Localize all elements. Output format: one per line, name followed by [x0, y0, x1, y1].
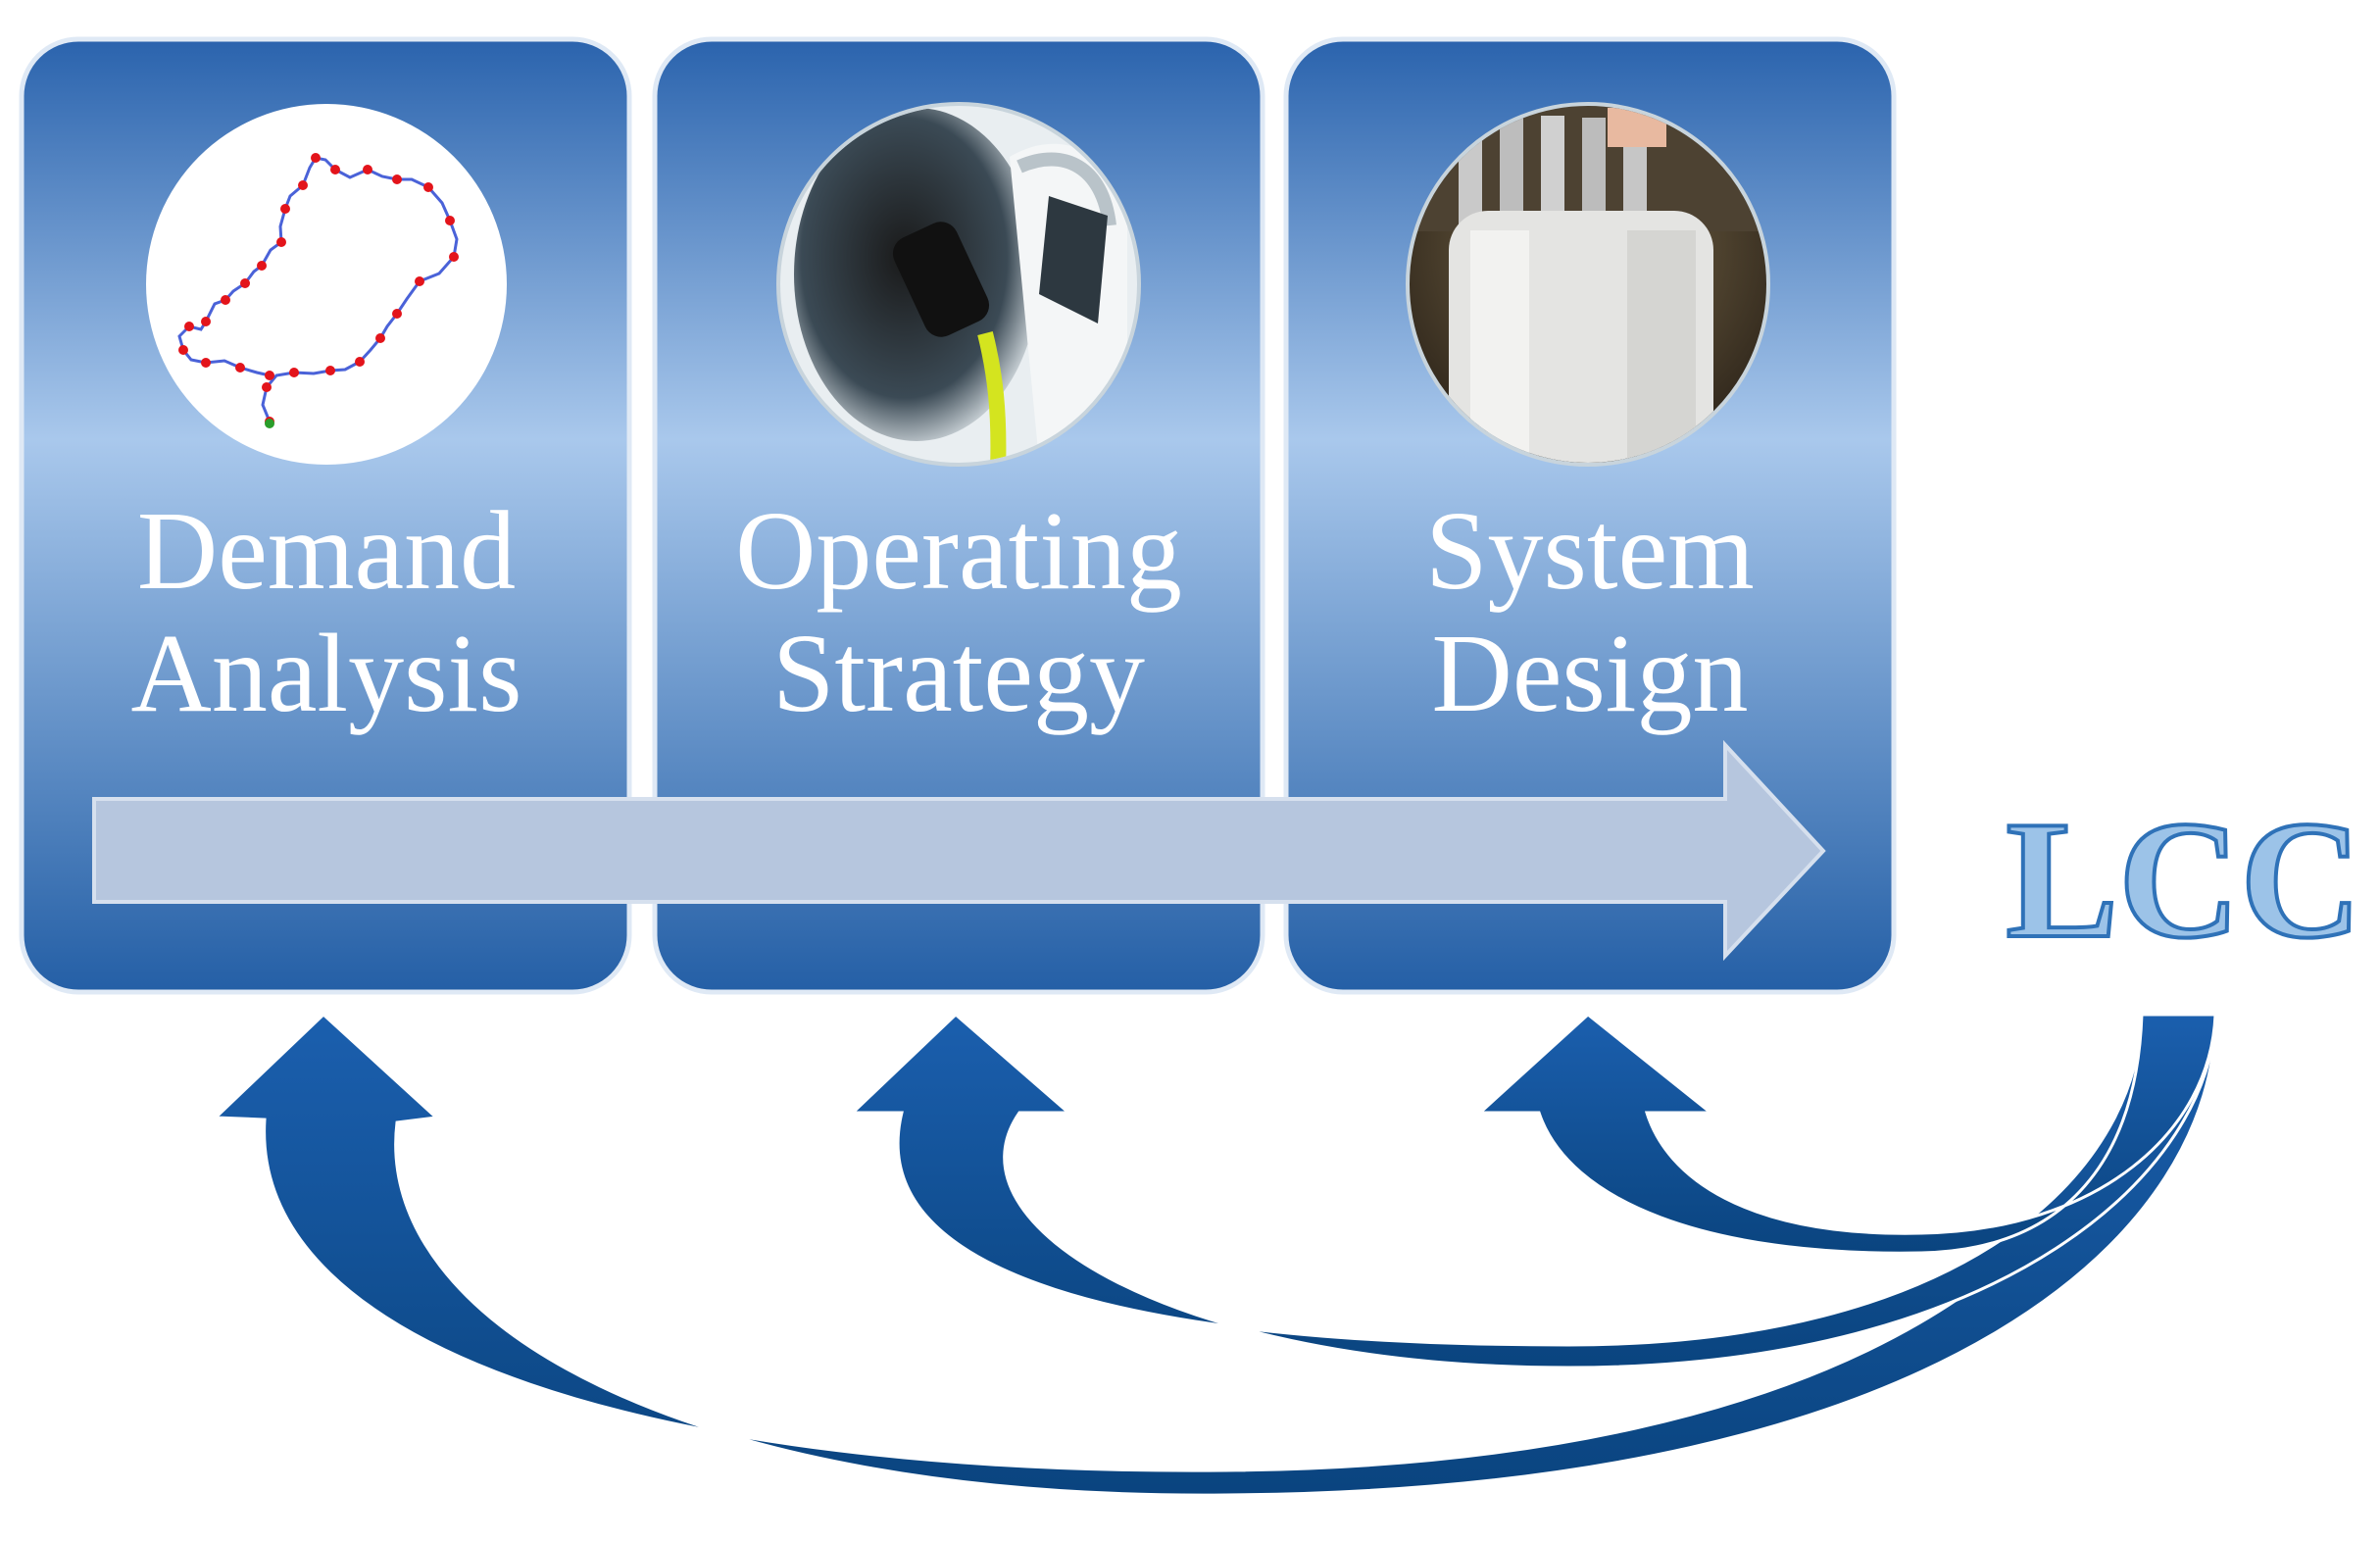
panel-1-title-line2: Analysis [131, 611, 522, 735]
route-waypoint-dot [415, 276, 424, 286]
route-waypoint-dot [449, 252, 459, 262]
process-flow-arrow [92, 739, 1826, 962]
route-waypoint-dot [298, 180, 308, 190]
route-waypoint-dot [289, 368, 299, 377]
route-waypoint-dot [325, 366, 335, 375]
panel-2-title-line1: Operating [735, 488, 1182, 613]
panel-3-title-line2: Design [1432, 611, 1749, 735]
panel-1-title-line1: Demand [137, 488, 516, 613]
route-waypoint-dot [201, 317, 211, 326]
panel-3-title-line1: System [1425, 488, 1755, 613]
route-waypoint-dot [262, 382, 272, 392]
route-waypoint-dot [392, 309, 402, 319]
route-waypoint-dot [311, 153, 321, 163]
route-waypoint-dot [201, 358, 211, 368]
route-waypoint-dot [330, 165, 340, 174]
route-waypoint-dot [355, 357, 365, 367]
route-waypoint-dot [445, 216, 455, 225]
route-waypoint-dot [363, 165, 372, 174]
route-waypoint-dot [184, 322, 194, 331]
feedback-arrow-to-system-design [1476, 1013, 2217, 1255]
route-waypoint-dot [276, 237, 286, 247]
route-waypoint-dot [235, 363, 245, 373]
feedback-arrow-to-operating-strategy [849, 1012, 2217, 1369]
route-waypoint-dot [375, 333, 385, 343]
route-map-icon [146, 104, 507, 465]
panel-2-title-line2: Strategy [772, 611, 1145, 735]
lcc-label: LCC [2006, 787, 2361, 973]
route-waypoint-dot [178, 345, 188, 355]
route-waypoint-dot [240, 278, 250, 288]
route-waypoint-dot [265, 371, 274, 380]
route-waypoint-dot [280, 204, 290, 214]
feedback-arrow-to-demand-analysis [212, 1012, 2217, 1497]
ev-charging-plug-icon [776, 102, 1141, 467]
route-waypoint-dot [257, 261, 267, 271]
route-waypoint-dot [221, 295, 230, 305]
route-waypoint-dot [423, 182, 433, 192]
route-waypoint-dot [392, 174, 402, 184]
